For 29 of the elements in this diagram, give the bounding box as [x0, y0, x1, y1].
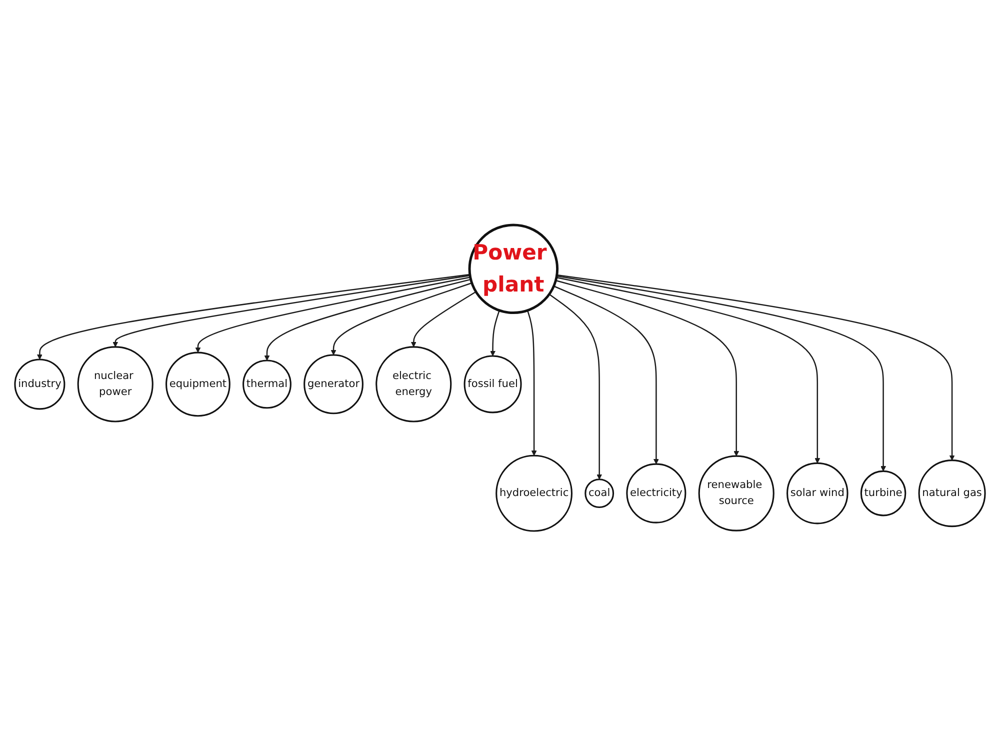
arrow: [556, 275, 886, 472]
arrow: [36, 274, 470, 360]
node-circle: solar wind: [786, 462, 848, 524]
arrow: [554, 286, 659, 464]
arrow: [112, 274, 470, 348]
arrow: [490, 310, 500, 356]
node-circle: industry: [14, 358, 66, 410]
node-circle: fossil fuel: [464, 355, 522, 414]
node-circle: coal: [584, 478, 614, 508]
arrow: [410, 291, 476, 348]
node-circle: thermal: [242, 360, 292, 409]
node-circle: electricity: [626, 463, 686, 524]
node-circle: natural gas: [918, 460, 986, 528]
node-circle: turbine: [860, 470, 906, 516]
node-circle: Power plant: [468, 224, 559, 314]
node-circle: renewable source: [698, 455, 774, 532]
arrow: [556, 280, 740, 456]
arrow: [556, 274, 955, 461]
arrow: [548, 294, 602, 480]
arrow: [526, 310, 537, 456]
arrow: [330, 282, 472, 356]
arrow: [264, 278, 471, 361]
arrow: [556, 276, 820, 464]
node-circle: hydroelectric: [496, 454, 573, 532]
node-circle: generator: [304, 354, 364, 414]
node-circle: electric energy: [376, 346, 452, 422]
node-circle: equipment: [166, 352, 230, 417]
arrow: [195, 276, 470, 353]
node-circle: nuclear power: [77, 346, 154, 422]
